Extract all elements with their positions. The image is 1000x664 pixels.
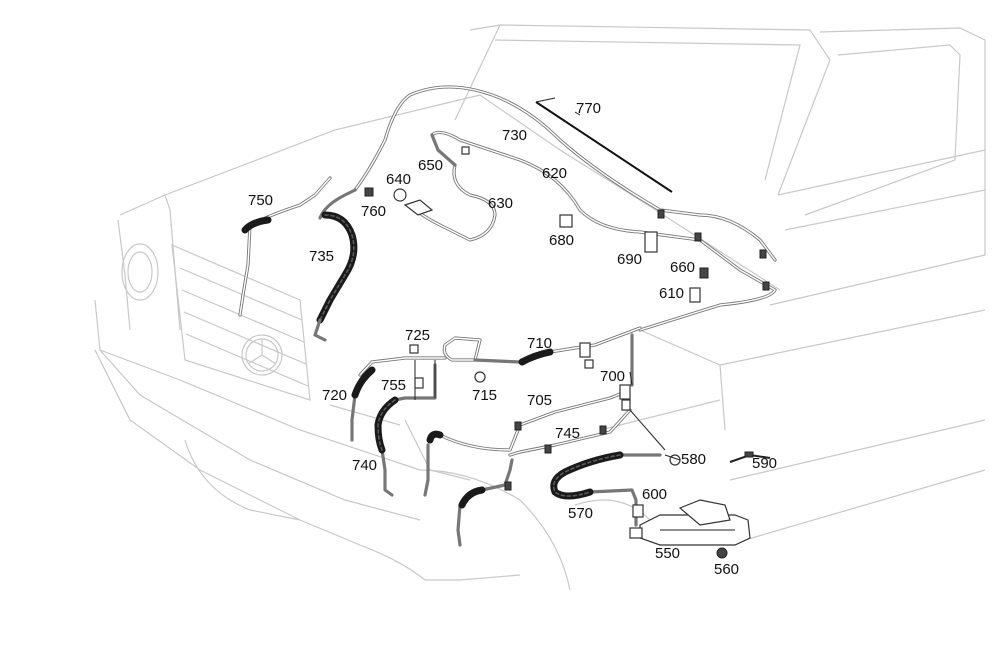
part-label-650: 650 <box>418 157 444 174</box>
leader-lines <box>574 111 681 461</box>
part-570-hose <box>550 451 624 500</box>
part-label-735: 735 <box>309 248 335 265</box>
part-745-hose <box>458 486 486 509</box>
part-label-710: 710 <box>527 335 553 352</box>
fittings-and-clips <box>364 146 771 559</box>
part-710-hose <box>518 348 554 366</box>
part-label-690: 690 <box>617 251 643 268</box>
part-label-740: 740 <box>352 457 378 474</box>
part-720-hose <box>351 366 376 399</box>
part-label-760: 760 <box>361 203 387 220</box>
part-label-660: 660 <box>670 259 696 276</box>
middle-pipe-routing <box>350 326 642 497</box>
part-label-680: 680 <box>549 232 575 249</box>
part-740-hose <box>374 396 399 454</box>
part-735-hose <box>313 211 358 342</box>
part-label-600: 600 <box>642 486 668 503</box>
vehicle-body-outline <box>94 24 986 591</box>
part-label-750: 750 <box>248 192 274 209</box>
part-label-610: 610 <box>659 285 685 302</box>
part-705-hose <box>426 430 444 444</box>
part-label-745: 745 <box>555 425 581 442</box>
part-label-770: 770 <box>576 100 602 117</box>
lower-pipe-routing <box>423 390 666 547</box>
part-750-hose <box>241 216 272 234</box>
part-label-580: 580 <box>681 451 707 468</box>
part-label-630: 630 <box>488 195 514 212</box>
part-label-570: 570 <box>568 505 594 522</box>
part-label-730: 730 <box>502 127 528 144</box>
part-label-720: 720 <box>322 387 348 404</box>
part-label-700: 700 <box>600 368 626 385</box>
part-label-550: 550 <box>655 545 681 562</box>
part-label-590: 590 <box>752 455 778 472</box>
upper-pipe-routing <box>238 85 777 332</box>
part-label-705: 705 <box>527 392 553 409</box>
part-label-755: 755 <box>381 377 407 394</box>
part-770-tube <box>535 97 673 193</box>
part-label-620: 620 <box>542 165 568 182</box>
part-label-560: 560 <box>714 561 740 578</box>
part-label-725: 725 <box>405 327 431 344</box>
part-label-640: 640 <box>386 171 412 188</box>
part-label-715: 715 <box>472 387 498 404</box>
